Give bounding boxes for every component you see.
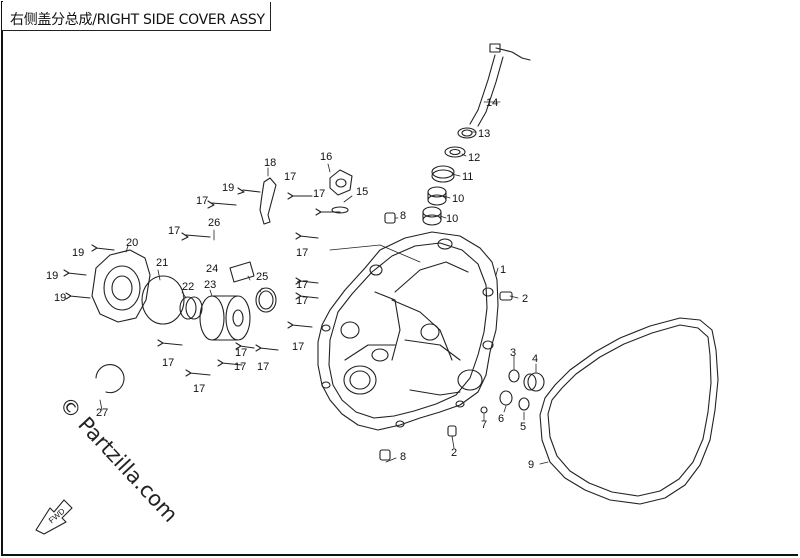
breather-16 bbox=[329, 169, 353, 196]
bushing-4 bbox=[523, 372, 545, 392]
washer-6 bbox=[499, 390, 513, 406]
callout-17: 17 bbox=[284, 171, 296, 183]
callout-13: 13 bbox=[478, 128, 490, 140]
callout-20: 20 bbox=[126, 237, 138, 249]
plug-2b bbox=[447, 425, 457, 437]
callout-10: 10 bbox=[452, 193, 464, 205]
needle-bearing-10a bbox=[427, 186, 447, 206]
callout-4: 4 bbox=[532, 353, 538, 365]
callout-7: 7 bbox=[481, 419, 487, 431]
callout-26: 26 bbox=[208, 217, 220, 229]
callout-19: 19 bbox=[46, 270, 58, 282]
plug-2a bbox=[499, 291, 513, 301]
callout-23: 23 bbox=[204, 279, 216, 291]
callout-8: 8 bbox=[400, 210, 406, 222]
cover-gasket bbox=[539, 317, 719, 505]
callout-17: 17 bbox=[235, 347, 247, 359]
oil-seal-13 bbox=[457, 127, 477, 139]
fwd-arrow-icon bbox=[35, 499, 73, 535]
callout-5: 5 bbox=[520, 421, 526, 433]
callout-22: 22 bbox=[182, 281, 194, 293]
callout-6: 6 bbox=[498, 413, 504, 425]
title-box: 右侧盖分总成/RIGHT SIDE COVER ASSY bbox=[2, 2, 271, 31]
callout-17: 17 bbox=[193, 383, 205, 395]
callout-17: 17 bbox=[234, 361, 246, 373]
callout-17: 17 bbox=[313, 188, 325, 200]
washer-12 bbox=[444, 146, 466, 158]
callout-12: 12 bbox=[468, 152, 480, 164]
leader-lines bbox=[99, 101, 549, 465]
callout-11: 11 bbox=[462, 171, 473, 183]
callout-24: 24 bbox=[206, 263, 218, 275]
callout-2: 2 bbox=[451, 447, 457, 459]
callout-25: 25 bbox=[256, 271, 268, 283]
callout-17: 17 bbox=[296, 247, 308, 259]
callout-15: 15 bbox=[356, 186, 368, 198]
seal-3 bbox=[508, 369, 520, 383]
o-ring-5 bbox=[518, 397, 530, 411]
right-side-cover bbox=[317, 231, 499, 431]
ring-25 bbox=[255, 287, 277, 313]
callout-17: 17 bbox=[296, 279, 308, 291]
oil-filter-23 bbox=[199, 295, 251, 341]
seal-22 bbox=[179, 296, 203, 320]
callout-17: 17 bbox=[162, 357, 174, 369]
callout-8: 8 bbox=[400, 451, 406, 463]
fwd-label: FWD bbox=[47, 506, 67, 525]
callout-19: 19 bbox=[54, 292, 66, 304]
o-ring-15 bbox=[331, 206, 349, 214]
callout-2: 2 bbox=[522, 293, 528, 305]
bracket-18 bbox=[259, 177, 277, 225]
callout-10: 10 bbox=[446, 213, 458, 225]
callout-16: 16 bbox=[320, 151, 332, 163]
callout-17: 17 bbox=[168, 225, 180, 237]
callout-19: 19 bbox=[72, 247, 84, 259]
callout-14: 14 bbox=[486, 97, 498, 109]
callout-17: 17 bbox=[296, 295, 308, 307]
dowel-pin-8a bbox=[384, 212, 396, 224]
label-24 bbox=[229, 261, 255, 283]
o-ring-21 bbox=[141, 275, 185, 325]
circlip-27 bbox=[95, 364, 125, 394]
cover-plate-20 bbox=[91, 249, 151, 323]
callout-labels: 1 2 2 3 4 5 6 7 8 8 9 10 10 11 12 13 14 … bbox=[46, 97, 538, 471]
callout-3: 3 bbox=[510, 347, 516, 359]
callout-27: 27 bbox=[96, 407, 108, 419]
callout-18: 18 bbox=[264, 157, 276, 169]
callout-1: 1 bbox=[500, 264, 506, 276]
callout-17: 17 bbox=[292, 341, 304, 353]
bearing-11 bbox=[431, 165, 455, 183]
bolts bbox=[63, 187, 341, 377]
callout-21: 21 bbox=[156, 257, 168, 269]
needle-bearing-10b bbox=[422, 206, 442, 226]
callout-17: 17 bbox=[257, 361, 269, 373]
callout-17: 17 bbox=[196, 195, 208, 207]
dowel-pin-8b bbox=[379, 449, 391, 461]
page-title: 右侧盖分总成/RIGHT SIDE COVER ASSY bbox=[10, 12, 265, 28]
callout-19: 19 bbox=[222, 182, 234, 194]
sensor-wire bbox=[469, 43, 531, 127]
pin-7 bbox=[480, 406, 488, 414]
callout-9: 9 bbox=[528, 459, 534, 471]
